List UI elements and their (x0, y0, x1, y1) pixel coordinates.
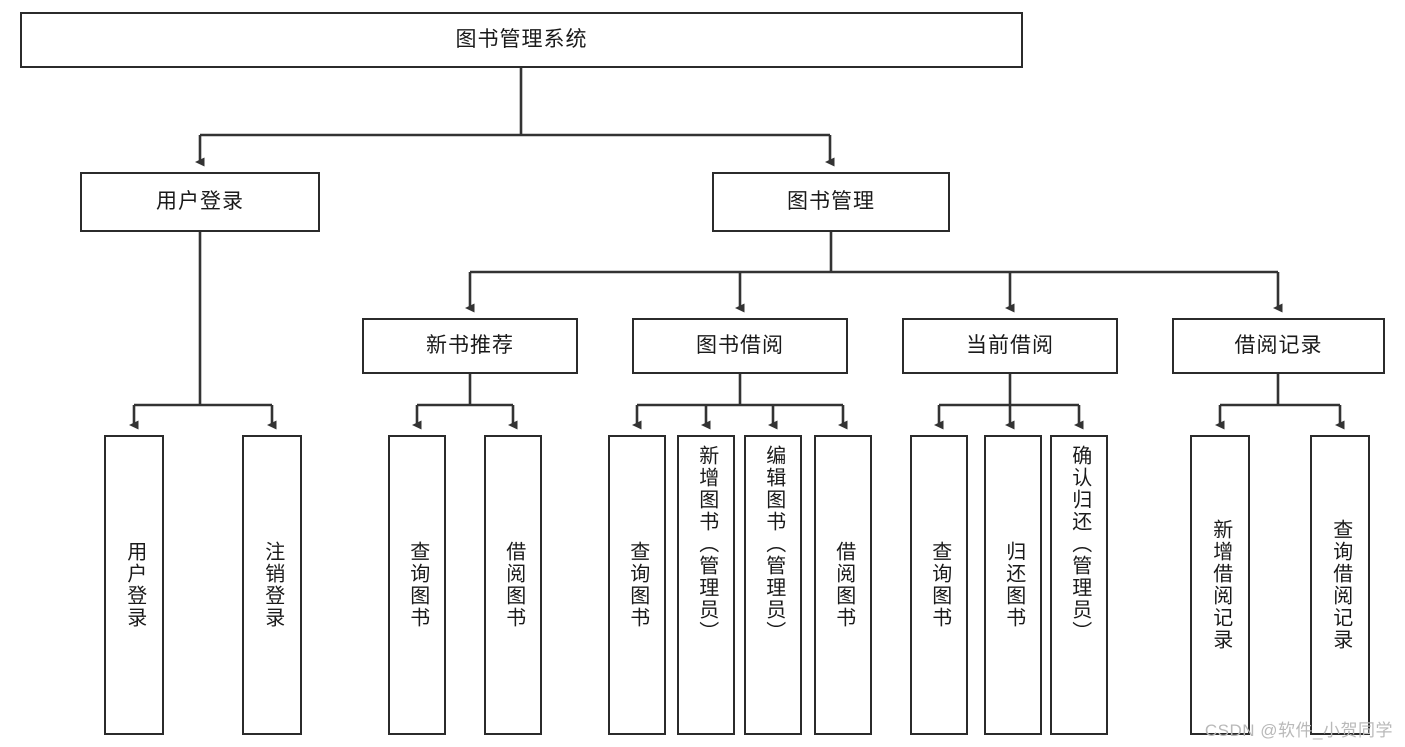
node-leaf-borrow-query-book[interactable]: 查询图书 (608, 435, 666, 735)
node-root[interactable]: 图书管理系统 (20, 12, 1023, 68)
node-user-login-label: 用户登录 (156, 190, 244, 214)
node-current-borrow-label: 当前借阅 (966, 334, 1054, 358)
node-leaf-cur-return-book[interactable]: 归还图书 (984, 435, 1042, 735)
node-leaf-rec-borrow-book-label: 借阅图书 (502, 541, 525, 629)
node-leaf-rec-query-record-label: 查询借阅记录 (1329, 519, 1352, 651)
node-leaf-borrow-add-book-label: 新增图书（管理员） (695, 445, 718, 643)
node-current-borrow[interactable]: 当前借阅 (902, 318, 1118, 374)
node-new-book-rec-label: 新书推荐 (426, 334, 514, 358)
node-leaf-cur-confirm-return[interactable]: 确认归还（管理员） (1050, 435, 1108, 735)
node-leaf-user-logout[interactable]: 注销登录 (242, 435, 302, 735)
node-leaf-borrow-borrow-book-label: 借阅图书 (832, 541, 855, 629)
node-book-manage[interactable]: 图书管理 (712, 172, 950, 232)
node-leaf-borrow-edit-book[interactable]: 编辑图书（管理员） (744, 435, 802, 735)
node-leaf-borrow-borrow-book[interactable]: 借阅图书 (814, 435, 872, 735)
node-leaf-rec-add-record-label: 新增借阅记录 (1209, 519, 1232, 651)
node-leaf-borrow-query-book-label: 查询图书 (626, 541, 649, 629)
watermark: CSDN @软件_小贺同学 (1204, 721, 1393, 740)
node-leaf-user-login[interactable]: 用户登录 (104, 435, 164, 735)
node-root-label: 图书管理系统 (455, 28, 588, 52)
node-leaf-rec-query-book-label: 查询图书 (406, 541, 429, 629)
node-leaf-user-login-label: 用户登录 (123, 541, 146, 629)
node-book-borrow-label: 图书借阅 (696, 334, 784, 358)
node-leaf-rec-add-record[interactable]: 新增借阅记录 (1190, 435, 1250, 735)
node-borrow-record[interactable]: 借阅记录 (1172, 318, 1385, 374)
node-new-book-rec[interactable]: 新书推荐 (362, 318, 578, 374)
node-leaf-rec-query-book[interactable]: 查询图书 (388, 435, 446, 735)
node-user-login[interactable]: 用户登录 (80, 172, 320, 232)
node-leaf-borrow-edit-book-label: 编辑图书（管理员） (762, 445, 785, 643)
node-leaf-rec-query-record[interactable]: 查询借阅记录 (1310, 435, 1370, 735)
node-leaf-cur-confirm-return-label: 确认归还（管理员） (1068, 445, 1091, 643)
node-leaf-rec-borrow-book[interactable]: 借阅图书 (484, 435, 542, 735)
node-book-manage-label: 图书管理 (787, 190, 875, 214)
node-leaf-cur-return-book-label: 归还图书 (1002, 541, 1025, 629)
node-leaf-borrow-add-book[interactable]: 新增图书（管理员） (677, 435, 735, 735)
node-leaf-user-logout-label: 注销登录 (261, 541, 284, 629)
node-leaf-cur-query-book-label: 查询图书 (928, 541, 951, 629)
node-book-borrow[interactable]: 图书借阅 (632, 318, 848, 374)
node-borrow-record-label: 借阅记录 (1234, 334, 1323, 358)
node-leaf-cur-query-book[interactable]: 查询图书 (910, 435, 968, 735)
